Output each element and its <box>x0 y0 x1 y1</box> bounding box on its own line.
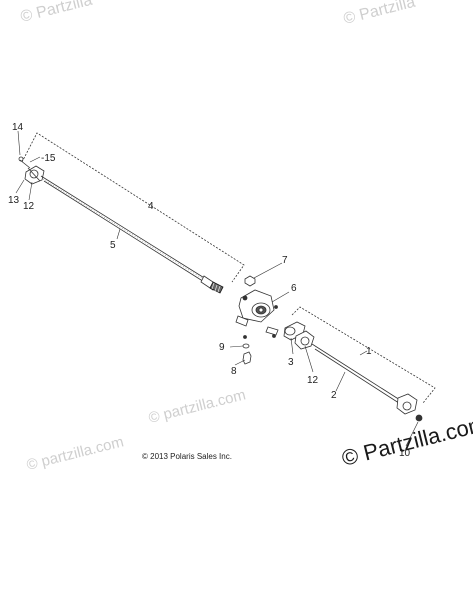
callout-1: 1 <box>366 346 372 357</box>
leader-lines-center <box>229 262 290 366</box>
watermark-top-right: © Partzilla <box>342 0 417 28</box>
copyright-text: © 2013 Polaris Sales Inc. <box>142 452 232 461</box>
callout-12-upper: 12 <box>23 201 35 212</box>
callout-4: 4 <box>148 201 154 212</box>
callout-14: 14 <box>12 122 24 133</box>
callout-10: 10 <box>399 448 411 459</box>
callout-13: 13 <box>8 195 20 206</box>
front-prop-shaft <box>18 132 245 294</box>
callout-8: 8 <box>231 366 237 377</box>
callout-9: 9 <box>219 342 225 353</box>
watermark-top-left: © Partzilla <box>19 0 94 26</box>
leader-lines-upper <box>15 130 121 240</box>
callout-12-lower: 12 <box>307 375 319 386</box>
watermark-bottom-left: © partzilla.com <box>25 433 126 474</box>
callout-3: 3 <box>288 357 294 368</box>
callout-2: 2 <box>331 390 337 401</box>
leader-lines-lower <box>290 337 419 447</box>
watermark-mid-left: © partzilla.com <box>147 386 248 427</box>
assembly-bracket-4 <box>21 132 245 283</box>
rear-prop-shaft <box>283 306 436 422</box>
callout-7: 7 <box>282 255 288 266</box>
callout-5: 5 <box>110 240 116 251</box>
watermark-bottom-right: © Partzilla.com <box>339 411 473 471</box>
callout-6: 6 <box>291 283 297 294</box>
center-bearing-assembly <box>235 275 279 365</box>
assembly-bracket-1 <box>291 306 436 404</box>
callout-15: -15 <box>41 153 56 164</box>
